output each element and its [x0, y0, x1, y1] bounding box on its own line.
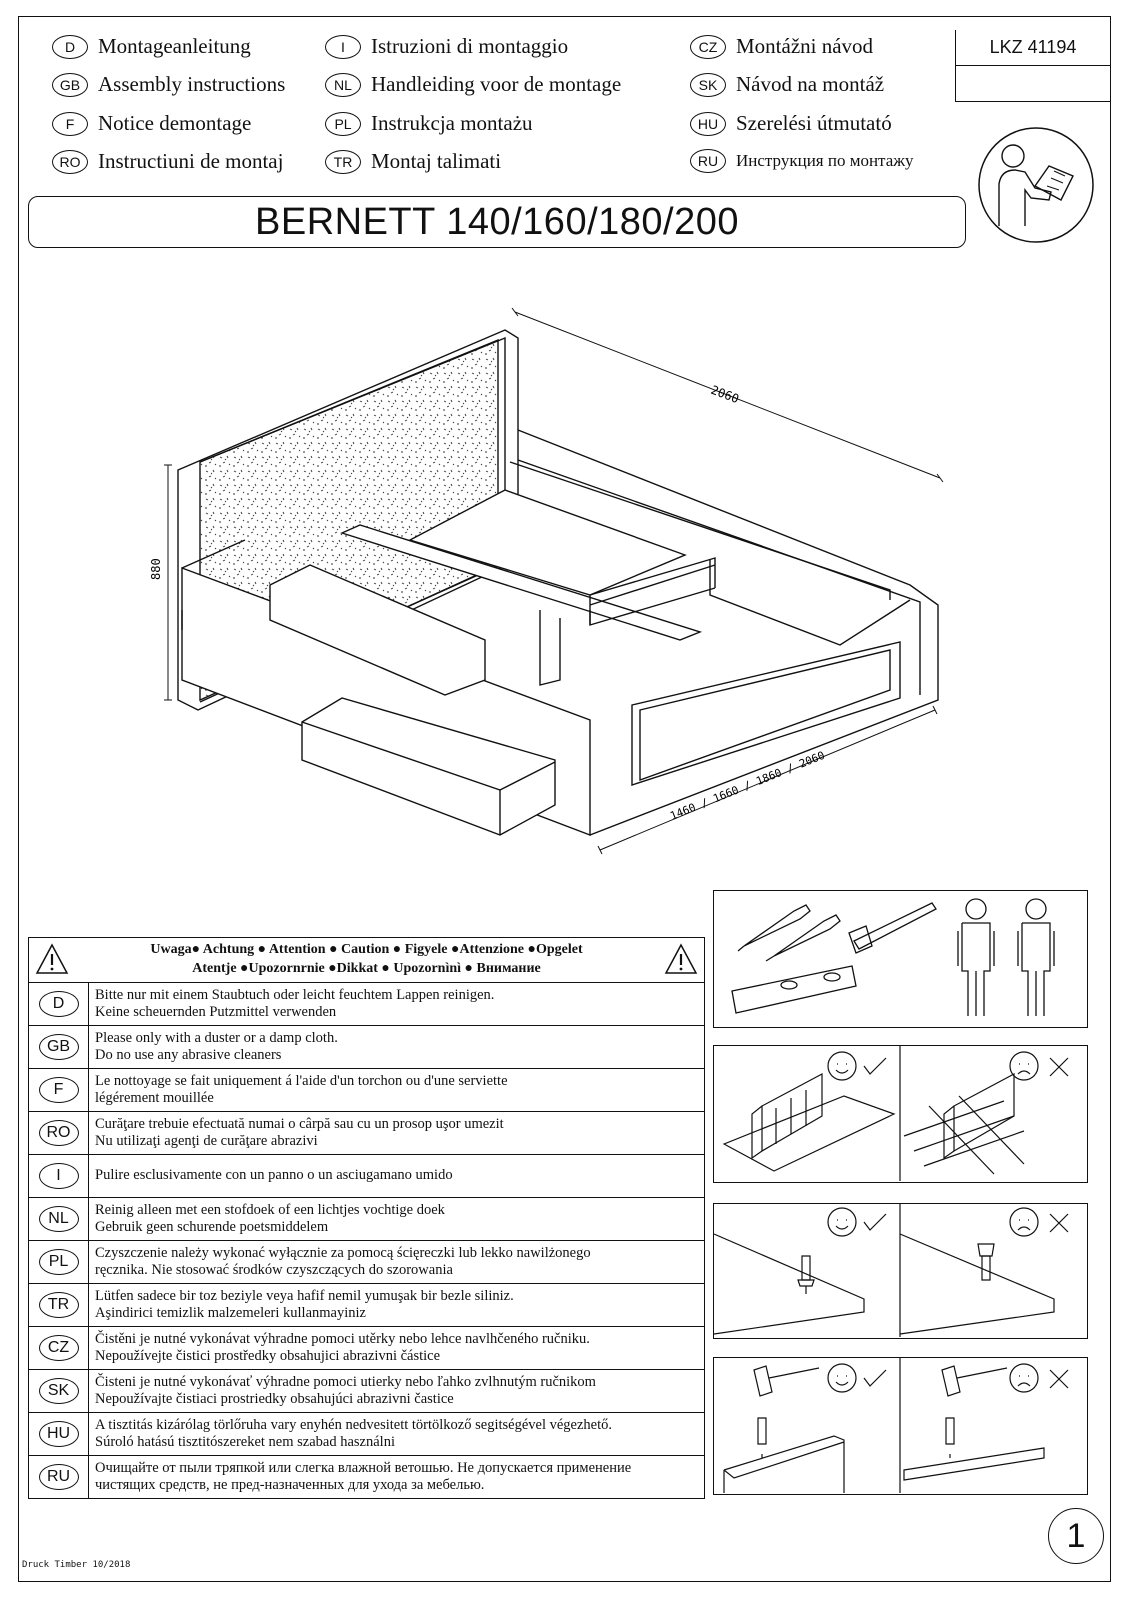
language-badge: I	[38, 1162, 79, 1189]
language-badge: GB	[38, 1034, 79, 1060]
language-badge: SK	[38, 1377, 79, 1404]
notice-row: I Pulire esclusivamente con un panno o un…	[29, 1155, 704, 1198]
dowel-panel	[713, 1203, 1088, 1339]
language-badge: NL	[38, 1205, 79, 1232]
notice-text-line2: Gebruik geen schurende poetsmiddelem	[95, 1218, 329, 1235]
notice-row: PL Czyszczenie należy wykonać wyłącznie z…	[29, 1240, 704, 1284]
notice-text-line2: Nepoužívejte čistici prostředky obsahuji…	[95, 1347, 441, 1364]
notice-header: Uwaga● Achtung ● Attention ● Caution ● F…	[29, 938, 704, 983]
width-dimension: 1460 / 1660 / 1860 / 2060	[668, 749, 826, 823]
notice-row: NL Reinig alleen met een stofdoek of een …	[29, 1197, 704, 1241]
product-code: LKZ 41194	[956, 30, 1110, 66]
language-badge: RO	[38, 1120, 79, 1146]
notice-text-line1: Please only with a duster or a damp clot…	[95, 1030, 338, 1046]
notice-row: SK Čisteni je nutné vykonávať výhradne po…	[29, 1369, 704, 1413]
language-badge: HU	[38, 1420, 79, 1447]
hammer-icon	[723, 1358, 1069, 1493]
floor-protection-icon	[722, 1046, 1069, 1181]
tools-panel	[713, 890, 1088, 1028]
language-badge: F	[38, 1077, 79, 1103]
warning-icon	[664, 943, 698, 974]
product-code-box: LKZ 41194	[955, 30, 1110, 102]
print-info: Druck Timber 10/2018	[22, 1560, 131, 1570]
language-badge: CZ	[38, 1334, 79, 1361]
notice-text-line1: Lütfen sadece bir toz beziyle veya hafif…	[95, 1287, 514, 1304]
cleaning-notice: Uwaga● Achtung ● Attention ● Caution ● F…	[28, 937, 705, 1499]
notice-text-line2: ręcznika. Nie stosować środków czyszcząc…	[95, 1261, 453, 1278]
notice-text-line2: Súroló hatású tisztitószereket nem szaba…	[95, 1433, 395, 1450]
notice-text-line1: Очищайте от пыли тряпкой или слегка влаж…	[95, 1459, 632, 1476]
notice-text-line2: légérement mouillée	[95, 1090, 214, 1106]
dowel-icon	[713, 1204, 1069, 1337]
language-badge: PL	[38, 1248, 79, 1275]
notice-text-line2: Do no use any abrasive cleaners	[95, 1047, 282, 1063]
notice-head-line2: Atentje ●Upozornrnie ●Dikkat ● Upozornìn…	[192, 961, 541, 976]
notice-row: HU A tisztitás kizárólag törlőruha vary e…	[29, 1412, 704, 1456]
height-dimension: 880	[149, 558, 163, 580]
bed-drawing: 2060 880 1460 / 1660 / 1860 / 2060	[149, 307, 944, 855]
length-dimension: 2060	[709, 383, 741, 406]
notice-row: TR Lütfen sadece bir toz beziyle veya haf…	[29, 1283, 704, 1327]
language-badge: D	[38, 991, 79, 1017]
notice-text-line1: A tisztitás kizárólag törlőruha vary eny…	[95, 1416, 613, 1433]
notice-text-line2: Aşindirici temizlik malzemeleri kullanma…	[95, 1304, 366, 1321]
hammer-panel	[713, 1357, 1088, 1495]
notice-text-line2: Keine scheuernden Putzmittel verwenden	[95, 1004, 337, 1020]
tools-icon	[731, 898, 1055, 1016]
page-title: BERNETT 140/160/180/200	[28, 196, 966, 248]
notice-text-line2: Nu utilizaţi agenţi de curăţare abrazivi	[95, 1133, 318, 1149]
notice-row: CZ Čistěni je nutné vykonávat výhradne po…	[29, 1326, 704, 1370]
notice-text-line1: Čisteni je nutné vykonávať výhradne pomo…	[95, 1373, 596, 1390]
notice-text-line1: Le nottoyage se fait uniquement á l'aide…	[95, 1073, 508, 1089]
page-number: 1	[1048, 1508, 1104, 1564]
language-badge: RU	[38, 1463, 79, 1490]
notice-text-line1: Curăţare trebuie efectuată numai o cârpă…	[95, 1116, 504, 1132]
read-instructions-icon	[978, 127, 1094, 243]
notice-text-line1: Czyszczenie należy wykonać wyłącznie za …	[95, 1244, 591, 1261]
notice-head-line1: Uwaga● Achtung ● Attention ● Caution ● F…	[150, 942, 583, 957]
notice-row: GB Please only with a duster or a damp cl…	[29, 1026, 704, 1069]
notice-text-line1: Reinig alleen met een stofdoek of een li…	[95, 1201, 445, 1218]
notice-text-line2: Nepoužívajte čistiaci prostriedky obsahu…	[95, 1390, 454, 1407]
warning-icon	[35, 943, 69, 974]
page-frame	[18, 16, 1111, 1582]
floor-protection-panel	[713, 1045, 1088, 1183]
notice-text-line2: чистящих средств, не пред-назначенных дл…	[95, 1476, 485, 1493]
notice-row: D Bitte nur mit einem Staubtuch oder leic…	[29, 983, 704, 1026]
notice-row: F Le nottoyage se fait uniquement á l'aid…	[29, 1069, 704, 1112]
notice-text-line1: Pulire esclusivamente con un panno o un …	[95, 1167, 453, 1184]
notice-text-line1: Bitte nur mit einem Staubtuch oder leich…	[95, 987, 495, 1003]
notice-row: RO Curăţare trebuie efectuată numai o câr…	[29, 1112, 704, 1155]
notice-row: RU Очищайте от пыли тряпкой или слегка вл…	[29, 1455, 704, 1498]
notice-text-line1: Čistěni je nutné vykonávat výhradne pomo…	[95, 1330, 590, 1347]
language-badge: TR	[38, 1291, 79, 1318]
